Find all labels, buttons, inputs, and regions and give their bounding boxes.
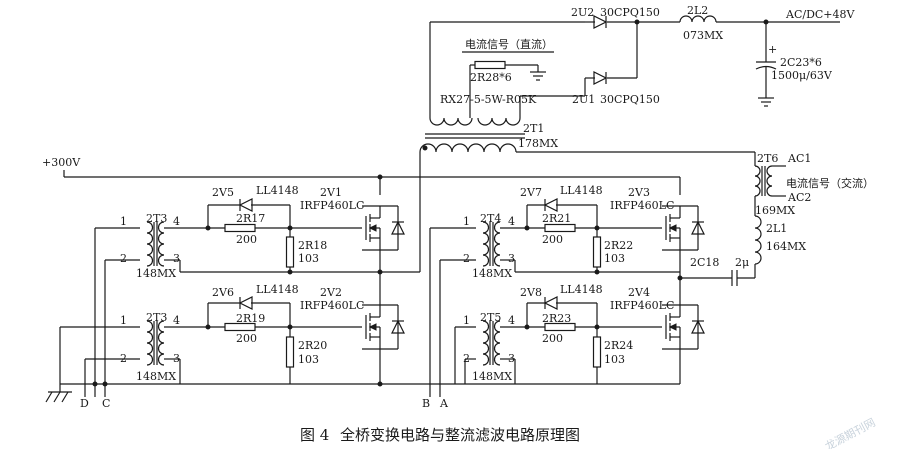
label-r22: 2R22 — [604, 239, 633, 252]
current-transformer — [754, 152, 786, 278]
label-r18-val: 103 — [298, 252, 319, 265]
label-pin2-a: 2 — [120, 252, 127, 265]
label-v7-part: LL4148 — [560, 184, 603, 197]
label-v6: 2V6 — [212, 286, 234, 299]
label-t5: 2T5 — [480, 311, 501, 324]
label-v8: 2V8 — [520, 286, 542, 299]
label-c18: 2C18 — [690, 256, 719, 269]
label-node-c: C — [102, 397, 110, 410]
label-r21: 2R21 — [542, 212, 571, 225]
label-u1: 2U1 — [572, 93, 595, 106]
label-r22-val: 103 — [604, 252, 625, 265]
label-l1: 2L1 — [766, 222, 787, 235]
label-t3-upper-part: 148MX — [136, 267, 176, 280]
right-upper-switch — [429, 198, 755, 397]
label-ac2: AC2 — [787, 191, 811, 204]
label-dc-signal: 电流信号（直流） — [465, 37, 553, 51]
label-output: AC/DC+48V — [785, 8, 856, 21]
label-v8-part: LL4148 — [560, 283, 603, 296]
label-pin1-d: 1 — [463, 314, 470, 327]
figure-number: 图 4 — [300, 426, 329, 444]
label-r23-val: 200 — [542, 332, 563, 345]
label-v5-part: LL4148 — [256, 184, 299, 197]
label-u2-part: 30CPQ150 — [600, 6, 660, 19]
label-v1: 2V1 — [320, 186, 342, 199]
label-l1-part: 164MX — [766, 240, 806, 253]
label-r17: 2R17 — [236, 212, 265, 225]
label-t6: 2T6 — [757, 152, 778, 165]
label-r17-val: 200 — [236, 233, 257, 246]
label-c23-val: 1500μ/63V — [771, 69, 833, 82]
label-l2: 2L2 — [687, 4, 708, 17]
label-v3-part: IRFP460LC — [610, 199, 674, 212]
right-lower-switch — [454, 295, 705, 384]
label-v4: 2V4 — [628, 286, 650, 299]
label-r20-val: 103 — [298, 353, 319, 366]
label-pin1-c: 1 — [463, 215, 470, 228]
component-labels: 2U2 30CPQ150 2U1 30CPQ150 2L2 073MX AC/D… — [42, 4, 874, 410]
label-v2: 2V2 — [320, 286, 342, 299]
label-r18: 2R18 — [298, 239, 327, 252]
label-t3-lower: 2T3 — [146, 311, 167, 324]
label-r23: 2R23 — [542, 312, 571, 325]
label-pin3-a: 3 — [173, 252, 180, 265]
label-r24: 2R24 — [604, 339, 633, 352]
label-node-b: B — [422, 397, 430, 410]
label-r24-val: 103 — [604, 353, 625, 366]
label-r21-val: 200 — [542, 233, 563, 246]
label-t1: 2T1 — [523, 122, 544, 135]
label-v3: 2V3 — [628, 186, 650, 199]
label-pin1-a: 1 — [120, 215, 127, 228]
label-pin4-c: 4 — [508, 215, 515, 228]
label-ac-signal: 电流信号（交流） — [786, 176, 874, 190]
label-300v: +300V — [42, 156, 81, 169]
figure-caption: 全桥变换电路与整流滤波电路原理图 — [340, 426, 580, 444]
label-ac1: AC1 — [787, 152, 811, 165]
label-pin4-d: 4 — [508, 314, 515, 327]
label-pin2-c: 2 — [463, 252, 470, 265]
label-r19: 2R19 — [236, 312, 265, 325]
label-r28: 2R28*6 — [470, 71, 512, 84]
label-c18-val: 2μ — [735, 256, 749, 269]
label-pin2-b: 2 — [120, 352, 127, 365]
label-u2: 2U2 — [571, 6, 594, 19]
label-r20: 2R20 — [298, 339, 327, 352]
main-transformer — [419, 143, 755, 272]
label-t3-lower-part: 148MX — [136, 370, 176, 383]
output-rectifier — [425, 15, 840, 139]
label-shunt: RX27-5-5W-R05K — [440, 93, 537, 106]
label-c23: 2C23*6 — [780, 56, 822, 69]
watermark: 龙源期刊网 — [822, 415, 877, 449]
label-r19-val: 200 — [236, 332, 257, 345]
label-t4: 2T4 — [480, 212, 501, 225]
label-u1-part: 30CPQ150 — [600, 93, 660, 106]
label-v7: 2V7 — [520, 186, 542, 199]
label-pin4-b: 4 — [173, 314, 180, 327]
label-l2-part: 073MX — [683, 29, 723, 42]
label-pin4-a: 4 — [173, 215, 180, 228]
left-upper-switch — [94, 198, 420, 384]
label-pin3-c: 3 — [508, 252, 515, 265]
label-t5-part: 148MX — [472, 370, 512, 383]
label-t3-upper: 2T3 — [146, 212, 167, 225]
label-pin3-b: 3 — [173, 352, 180, 365]
label-v1-part: IRFP460LC — [300, 199, 364, 212]
label-plus: + — [768, 43, 777, 56]
label-node-a: A — [439, 397, 449, 410]
label-t1-part: 178MX — [518, 137, 558, 150]
label-v4-part: IRFP460LC — [610, 299, 674, 312]
label-v6-part: LL4148 — [256, 283, 299, 296]
label-pin1-b: 1 — [120, 314, 127, 327]
label-t4-part: 148MX — [472, 267, 512, 280]
label-v5: 2V5 — [212, 186, 234, 199]
label-pin2-d: 2 — [463, 352, 470, 365]
left-lower-switch — [59, 295, 405, 397]
label-t6-part: 169MX — [755, 204, 795, 217]
label-v2-part: IRFP460LC — [300, 299, 364, 312]
label-pin3-d: 3 — [508, 352, 515, 365]
label-node-d: D — [80, 397, 89, 410]
